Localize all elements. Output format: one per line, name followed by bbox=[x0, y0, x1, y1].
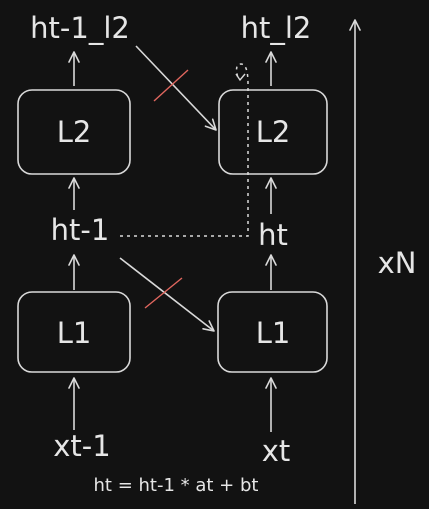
arrow-ht-1-l2-to-l2-curr bbox=[135, 45, 217, 131]
equation: ht = ht-1 * at + bt bbox=[94, 475, 259, 496]
label-xt-1: xt-1 bbox=[53, 429, 110, 463]
block-l2-prev-label: L2 bbox=[57, 115, 92, 149]
block-l2-curr bbox=[218, 89, 328, 175]
block-l2-prev bbox=[17, 89, 131, 175]
repeat-label: xN bbox=[378, 246, 417, 280]
dotted-skip-connection bbox=[120, 63, 249, 237]
label-ht-1-l2: ht-1_l2 bbox=[30, 11, 130, 45]
label-ht-1: ht-1 bbox=[51, 213, 110, 247]
block-l1-curr bbox=[217, 291, 328, 373]
dotted-skip-arrowhead bbox=[235, 73, 246, 82]
block-l2-curr-label: L2 bbox=[256, 115, 291, 149]
block-l1-prev-label: L1 bbox=[57, 316, 92, 350]
cross-mark-bottom bbox=[144, 277, 183, 309]
block-l1-prev bbox=[17, 291, 131, 373]
block-l1-curr-label: L1 bbox=[256, 316, 291, 350]
arrow-ht-1-to-l1-curr bbox=[119, 257, 215, 332]
label-xt: xt bbox=[262, 434, 291, 468]
label-ht-l2: ht_l2 bbox=[241, 11, 312, 45]
cross-mark-top bbox=[153, 69, 189, 102]
label-ht: ht bbox=[258, 218, 288, 252]
